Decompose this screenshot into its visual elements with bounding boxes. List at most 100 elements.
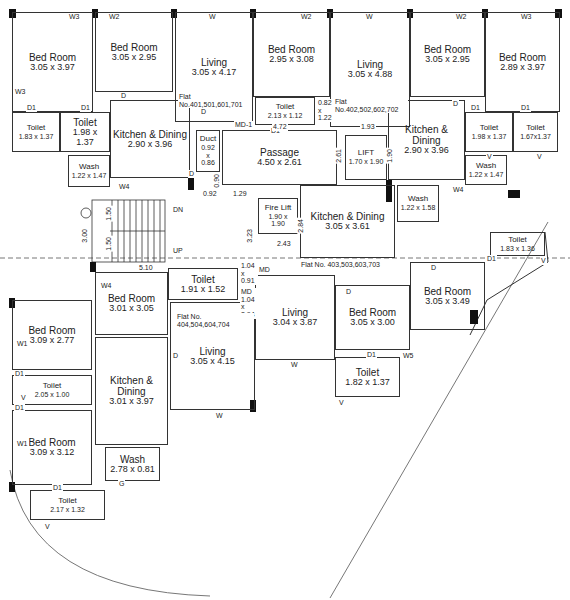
plan-label: 2.84 xyxy=(297,218,305,234)
room-box: Bed Room3.09 x 2.77 xyxy=(12,300,92,370)
room-dimension: 1.67x1.37 xyxy=(520,133,551,141)
plan-label: D xyxy=(120,92,127,100)
room-name: Toilet xyxy=(356,367,379,378)
outer-wall xyxy=(470,232,548,335)
room-name: Living xyxy=(357,59,383,70)
room-box: Bed Room2.89 x 3.97 xyxy=(485,12,560,112)
plan-label: 1.90 xyxy=(386,148,394,164)
plan-label: D1 xyxy=(26,104,37,112)
plan-label: 1.50 xyxy=(105,236,113,252)
plan-label: W4 xyxy=(100,282,113,290)
room-box: LIFT1.70 x 1.90 xyxy=(345,135,387,180)
room-dimension: 2.90 x 3.96 xyxy=(404,146,449,156)
stair-tread xyxy=(142,200,143,262)
stair-tread xyxy=(154,200,155,262)
room-box: Toilet1.98 x 1.37 xyxy=(465,112,513,152)
plan-label: V xyxy=(536,153,543,161)
room-dimension: 3.05 x 4.15 xyxy=(190,357,235,367)
room-name: Passage xyxy=(260,147,299,158)
room-name: Wash xyxy=(476,162,496,171)
room-box: Toilet1.82 x 1.37 xyxy=(335,357,400,397)
plan-label: W5 xyxy=(402,352,415,360)
room-name: Bed Room xyxy=(29,52,76,63)
plan-label: W3 xyxy=(14,88,27,96)
room-name: Bed Room xyxy=(268,44,315,55)
room-dimension: 1.98 x 1.37 xyxy=(63,128,107,148)
room-name: Toilet xyxy=(508,236,527,245)
room-dimension: 3.05 x 3.97 xyxy=(30,63,75,73)
plan-label: 0.82 x 1.22 xyxy=(317,99,332,122)
room-name: Bed Room xyxy=(424,286,471,297)
room-box: Kitchen & Dining3.01 x 3.97 xyxy=(95,337,168,445)
stair-tread xyxy=(130,200,131,262)
plan-label: 1.93 xyxy=(360,123,376,131)
plan-label: W3 xyxy=(520,13,533,21)
room-box: Living3.04 x 3.87 xyxy=(255,275,335,360)
room-name: Toilet xyxy=(27,124,46,133)
room-name: Toilet xyxy=(191,274,214,285)
room-name: LIFT xyxy=(358,149,374,158)
stair-well xyxy=(92,200,165,262)
room-name: Bed Room xyxy=(28,437,75,448)
plan-label: Flat No.402,502,602,702 xyxy=(334,98,408,113)
room-dimension: 3.05 x 2.95 xyxy=(425,55,470,65)
plan-label: V xyxy=(44,523,51,531)
plan-label: D xyxy=(345,288,352,296)
room-name: Kitchen & Dining xyxy=(311,211,385,222)
room-dimension: 2.17 x 1.32 xyxy=(50,506,85,514)
room-name: Toilet xyxy=(58,497,77,506)
wall-piers xyxy=(9,9,562,492)
plan-label: W2 xyxy=(108,13,121,21)
plan-label: W2 xyxy=(455,13,468,21)
plan-label: D1 xyxy=(14,370,25,378)
plan-label: 2.43 xyxy=(276,240,292,248)
plan-label: MD-1 xyxy=(234,121,253,129)
room-box: Wash1.22 x 1.58 xyxy=(397,185,439,222)
room-box: Kitchen & Dining3.05 x 3.61 xyxy=(300,185,395,258)
room-dimension: 1.82 x 1.37 xyxy=(345,378,390,388)
room-dimension: 1.83 x 1.36 xyxy=(500,245,535,253)
room-name: Toilet xyxy=(526,124,545,133)
grid-line xyxy=(0,258,570,259)
plan-label: D1 xyxy=(14,404,25,412)
room-box: Kitchen & Dining2.90 x 3.96 xyxy=(110,100,190,178)
plan-label: D xyxy=(430,264,437,272)
room-name: Bed Room xyxy=(108,293,155,304)
room-box: Wash2.78 x 0.81 xyxy=(105,447,160,481)
plan-label: 4.72 xyxy=(272,123,288,131)
room-dimension: 1.22 x 1.47 xyxy=(72,172,107,180)
plan-label: W4 xyxy=(452,186,465,194)
room-dimension: 2.78 x 0.81 xyxy=(110,465,155,475)
plan-label: 0.92 xyxy=(202,190,218,198)
room-box: Toilet1.83 x 1.37 xyxy=(12,112,60,152)
room-name: Bed Room xyxy=(110,42,157,53)
plan-label: W3 xyxy=(68,13,81,21)
plan-label: D xyxy=(200,108,207,116)
plan-label: D1 xyxy=(520,104,531,112)
plan-label: D xyxy=(188,170,195,178)
room-name: Kitchen & Dining xyxy=(391,124,462,146)
site-boundary xyxy=(0,222,570,598)
room-dimension: 2.05 x 1.00 xyxy=(35,391,70,399)
plan-label: W xyxy=(290,361,299,369)
room-dimension: 3.05 x 3.49 xyxy=(425,297,470,307)
plan-label: Flat No. 404,504,604,704 xyxy=(176,313,254,328)
room-name: Duct xyxy=(200,135,216,144)
room-box: Toilet1.83 x 1.36 xyxy=(490,232,545,256)
plan-label: Flat No. 403,503,603,703 xyxy=(300,261,381,269)
room-dimension: 3.05 x 2.95 xyxy=(112,53,157,63)
plan-label: D1 xyxy=(470,104,481,112)
plan-label: UP xyxy=(172,247,184,255)
stair-tread xyxy=(136,200,137,262)
room-name: Bed Room xyxy=(499,52,546,63)
plan-label: MD xyxy=(258,266,271,274)
plan-label: 5.10 xyxy=(138,264,154,272)
room-box: Passage4.50 x 2.61 xyxy=(222,130,337,185)
room-dimension: 3.05 x 3.00 xyxy=(350,318,395,328)
room-dimension: 1.22 x 1.47 xyxy=(469,171,504,179)
plan-label: 1.29 xyxy=(232,190,248,198)
room-dimension: 1.98 x 1.37 xyxy=(472,133,507,141)
plan-label: G xyxy=(118,480,125,488)
plan-label: W4 xyxy=(118,183,131,191)
